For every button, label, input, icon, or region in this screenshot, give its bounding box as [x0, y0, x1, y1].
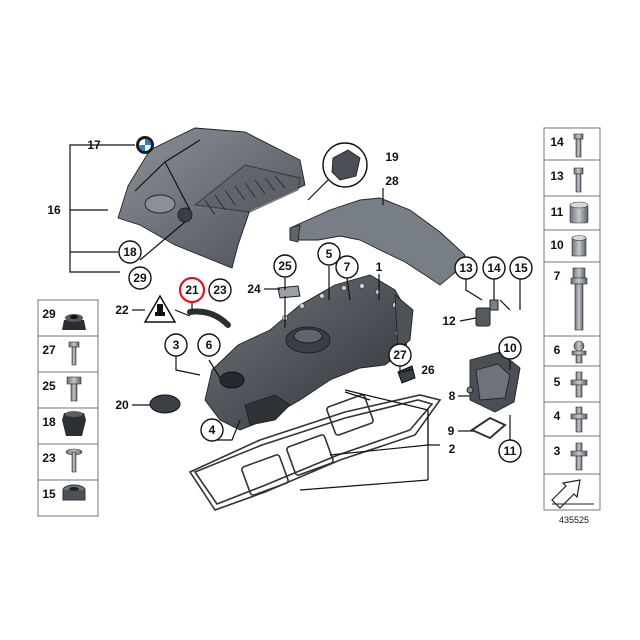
collar-stud-icon	[570, 371, 588, 398]
callouts: 17 16 18 29 19 28 25 24 5 7 1 13 14 15 1…	[47, 138, 533, 463]
label-27: 27	[393, 348, 407, 362]
label-6: 6	[206, 338, 213, 352]
bolt-icon	[66, 376, 82, 402]
label-14: 14	[487, 261, 501, 275]
sleeve-icon	[569, 201, 589, 224]
left-label-18: 18	[42, 415, 56, 429]
label-4: 4	[209, 423, 216, 437]
label-26: 26	[421, 363, 435, 377]
nut-icon	[571, 235, 587, 257]
orientation-arrow-icon	[551, 479, 594, 509]
stud-collar-icon	[570, 406, 588, 433]
label-5: 5	[326, 247, 333, 261]
label-22: 22	[115, 303, 129, 317]
right-label-13: 13	[550, 169, 564, 183]
label-21: 21	[185, 283, 199, 297]
ball-stud-icon	[571, 340, 587, 364]
label-10: 10	[503, 341, 517, 355]
left-label-15: 15	[42, 487, 56, 501]
leader-lines	[69, 139, 521, 491]
label-9: 9	[448, 424, 455, 438]
ventilation-hose-part-21	[187, 308, 231, 328]
label-25: 25	[278, 259, 292, 273]
long-stud-icon	[570, 267, 588, 331]
right-label-7: 7	[554, 269, 561, 283]
right-label-4: 4	[554, 409, 561, 423]
label-12: 12	[442, 314, 456, 328]
inset-part-19	[307, 142, 368, 201]
label-8: 8	[449, 389, 456, 403]
grommet-icon	[62, 314, 86, 330]
left-label-29: 29	[42, 307, 56, 321]
left-parts-column: 29 27 25 18 23 15	[37, 299, 99, 517]
screw-icon	[68, 341, 80, 366]
stud-icon	[573, 167, 584, 193]
left-label-25: 25	[42, 379, 56, 393]
right-label-11: 11	[551, 205, 564, 219]
right-label-10: 10	[550, 238, 564, 252]
label-2: 2	[449, 442, 456, 456]
screw-washer-icon	[65, 448, 83, 473]
label-1: 1	[376, 260, 383, 274]
label-17: 17	[87, 138, 101, 152]
label-11: 11	[504, 444, 517, 458]
label-13: 13	[459, 261, 473, 275]
label-16: 16	[47, 203, 61, 217]
acoustic-insulation	[289, 197, 466, 286]
left-label-27: 27	[42, 343, 56, 357]
short-stud-icon	[570, 442, 588, 471]
gasket-part-9	[469, 416, 507, 440]
cover-mount-grommet	[177, 207, 193, 223]
label-29: 29	[133, 271, 147, 285]
label-28: 28	[385, 174, 399, 188]
grommet-part-26	[397, 365, 416, 384]
right-label-14: 14	[550, 135, 564, 149]
label-3: 3	[173, 338, 180, 352]
diagram-id: 435525	[559, 515, 589, 525]
label-20: 20	[115, 398, 129, 412]
label-23: 23	[213, 283, 227, 297]
sensor-part-12	[475, 299, 499, 327]
cover-ribs	[204, 175, 286, 216]
plug-icon	[62, 484, 86, 501]
cylinder-head-cover	[204, 274, 414, 431]
blanking-cap-part-20	[149, 394, 181, 414]
rubber-mount-icon	[62, 411, 86, 436]
right-parts-column: 14 13 11 10 7 6 5 4 3	[543, 127, 601, 511]
right-label-6: 6	[554, 343, 561, 357]
bmw-roundel-icon	[136, 136, 154, 154]
oil-separator-housing	[466, 351, 521, 413]
left-label-23: 23	[42, 451, 56, 465]
label-18: 18	[123, 245, 137, 259]
bolt-icon	[573, 133, 584, 158]
label-15: 15	[514, 261, 528, 275]
highlight-ring	[178, 276, 206, 304]
label-19: 19	[385, 150, 399, 164]
right-label-3: 3	[554, 444, 561, 458]
label-7: 7	[344, 260, 351, 274]
label-24: 24	[247, 282, 261, 296]
flange-part-24	[277, 285, 301, 299]
right-label-5: 5	[554, 375, 561, 389]
warning-triangle-icon	[143, 294, 177, 323]
